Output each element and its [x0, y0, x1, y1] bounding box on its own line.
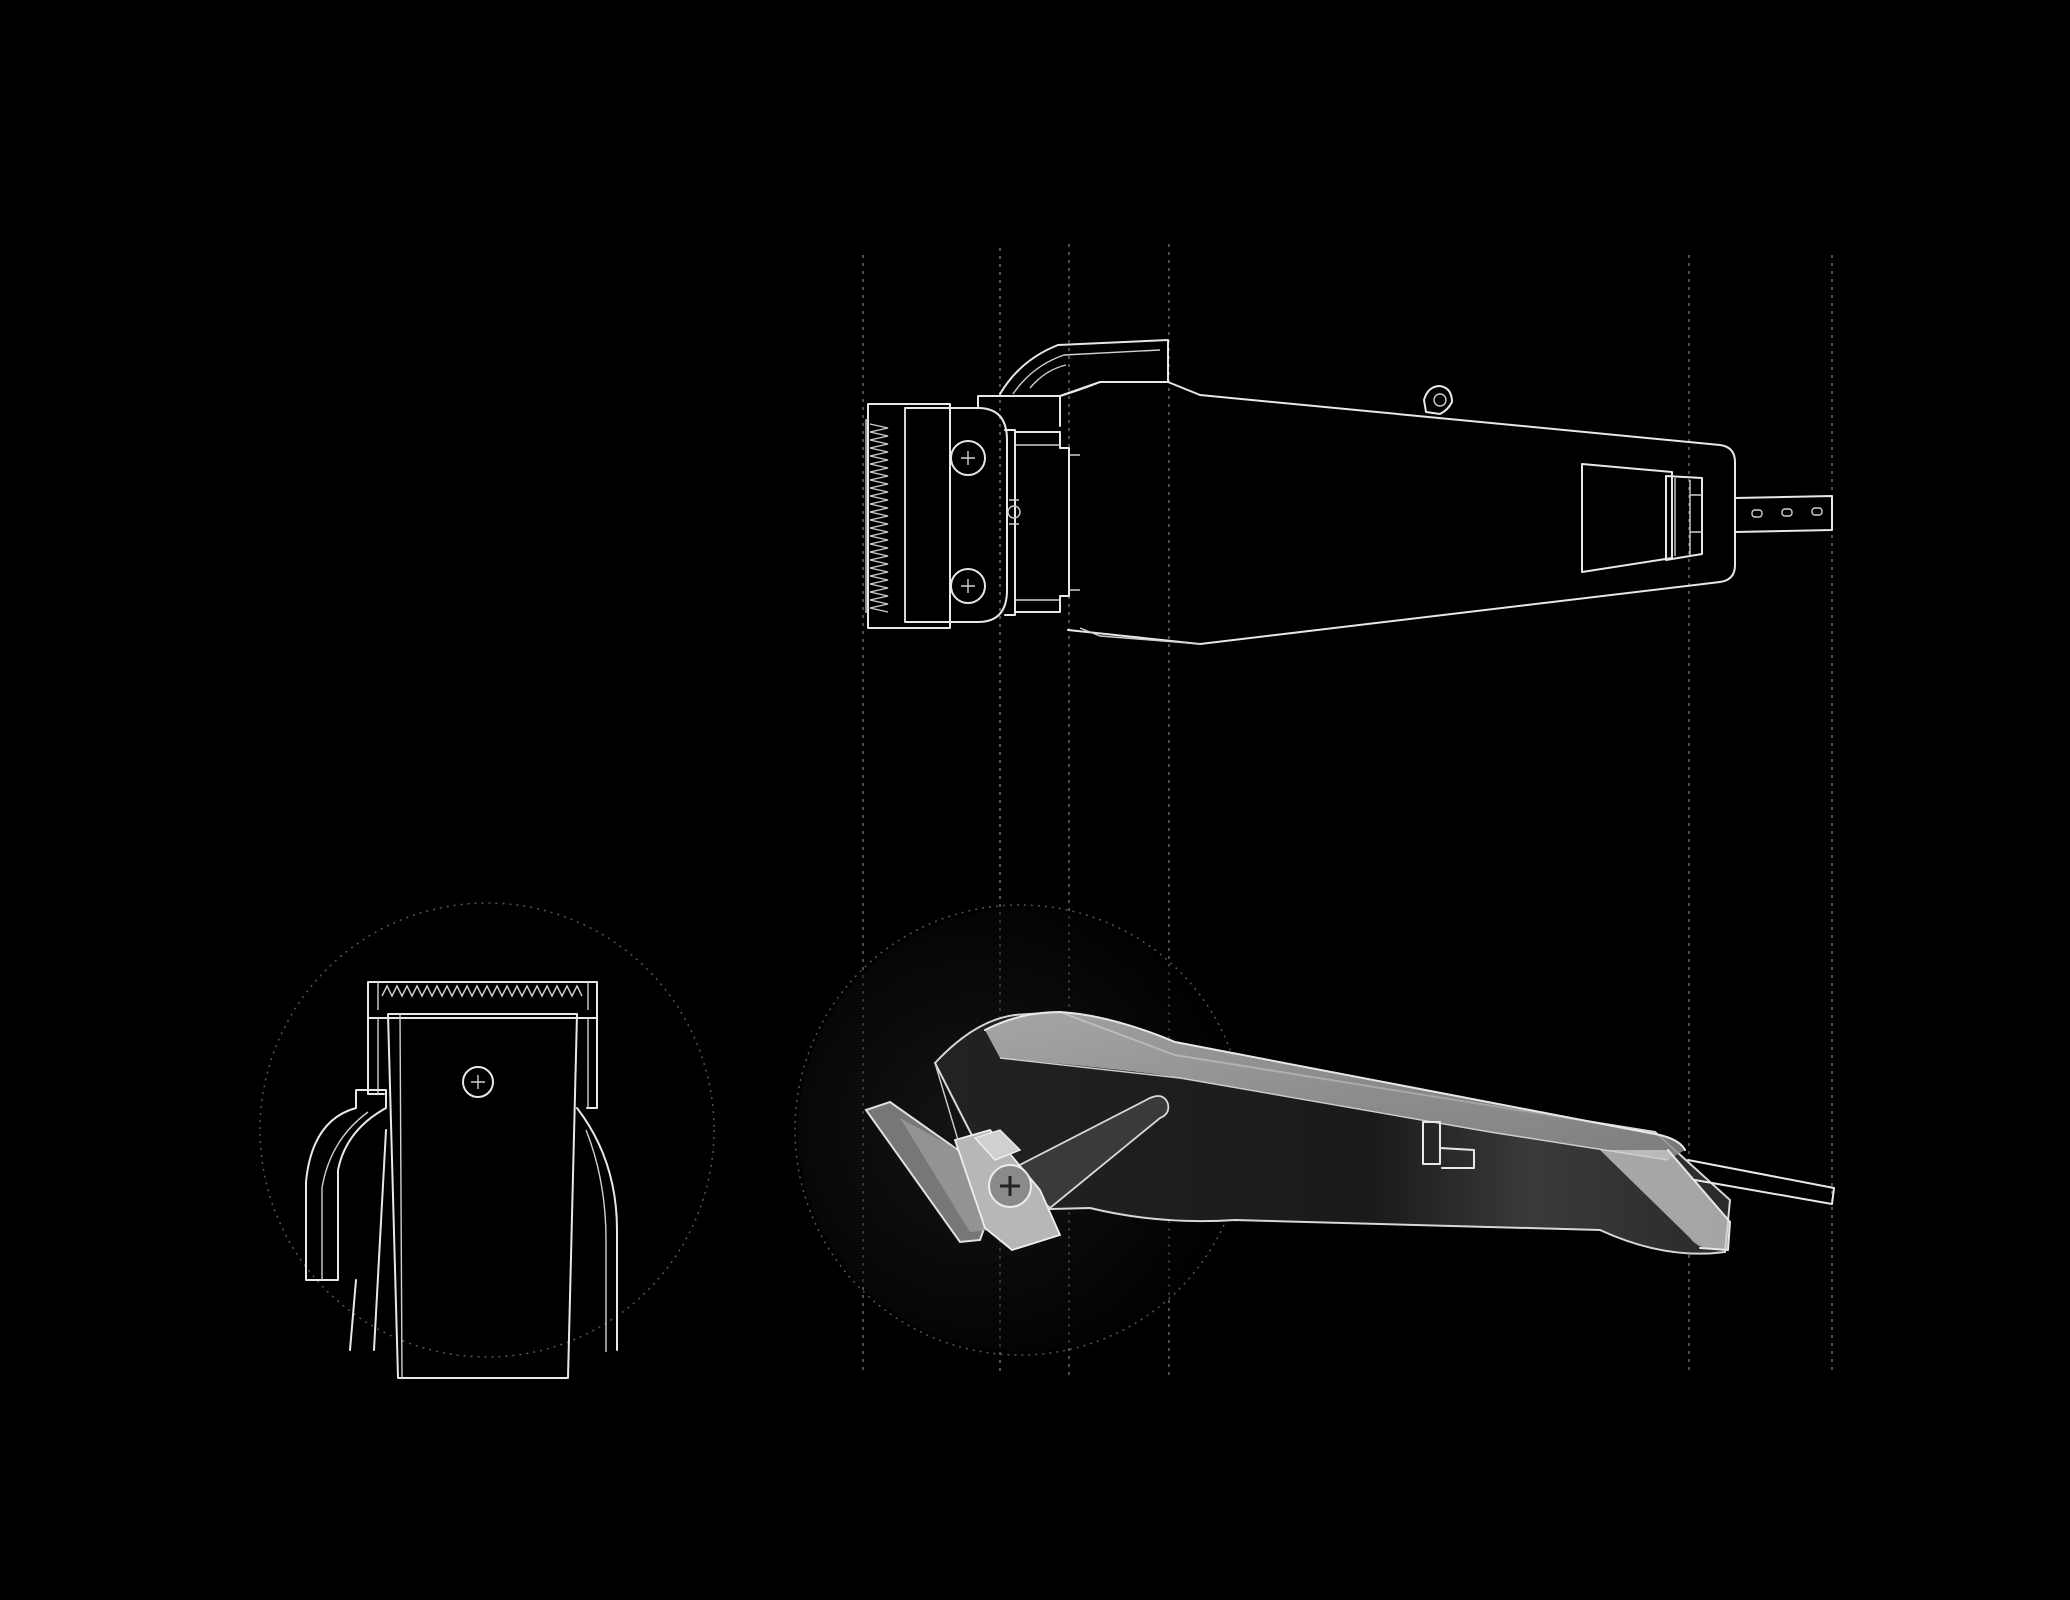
top-view-clipper — [865, 339, 1833, 645]
blade-teeth — [869, 423, 889, 613]
screw-icon — [988, 1164, 1032, 1208]
screw-icon — [950, 568, 986, 604]
screw-icon — [950, 440, 986, 476]
side-view-clipper — [794, 904, 1835, 1356]
front-view-clipper — [259, 902, 715, 1379]
screw-icon — [462, 1066, 494, 1098]
